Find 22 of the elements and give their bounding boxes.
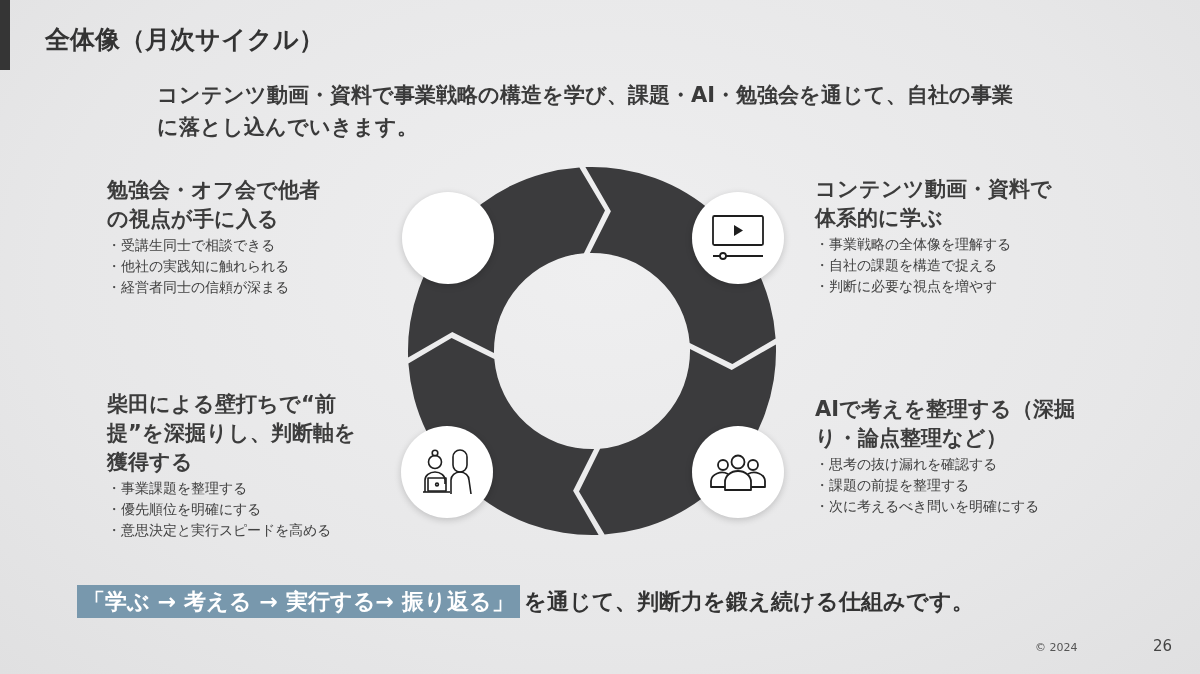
bullet-item: ・優先順位を明確にする <box>107 500 261 519</box>
highlighted-phrase: 「学ぶ → 考える → 実行する→ 振り返る」 <box>77 585 520 618</box>
bullet-item: ・自社の課題を構造で捉える <box>815 256 997 275</box>
closing-text: を通じて、判断力を鍛え続ける仕組みです。 <box>523 588 974 616</box>
bullet-item: ・事業戦略の全体像を理解する <box>815 235 1011 254</box>
stage-heading: コンテンツ動画・資料で体系的に学ぶ <box>815 176 1053 232</box>
slide-title: 全体像（月次サイクル） <box>45 24 324 56</box>
bullet-item: ・判断に必要な視点を増やす <box>815 277 997 296</box>
page-number: 26 <box>1153 637 1173 655</box>
stage-heading: 柴田による壁打ちで“前提”を深掘りし、判断軸を獲得する <box>107 391 357 476</box>
bullet-item: ・意思決定と実行スピードを高める <box>107 521 331 540</box>
copyright-text: © 2024 <box>1035 641 1078 655</box>
bullet-item: ・課題の前提を整理する <box>815 476 969 495</box>
intro-text: コンテンツ動画・資料で事業戦略の構造を学び、課題・AI・勉強会を通じて、自社の事業に落とし込んでいきます。 <box>157 82 1015 141</box>
bullet-item: ・経営者同士の信頼が深まる <box>107 278 289 297</box>
bullet-item: ・思考の抜け漏れを確認する <box>815 455 997 474</box>
bullet-item: ・事業課題を整理する <box>107 479 247 498</box>
bullet-item: ・他社の実践知に触れられる <box>107 257 289 276</box>
bullet-item: ・次に考えるべき問いを明確にする <box>815 497 1039 516</box>
stage-heading: AIで考えを整理する（深掘り・論点整理など） <box>815 396 1077 452</box>
stage-heading: 勉強会・オフ会で他者の視点が手に入る <box>107 177 321 233</box>
bullet-item: ・受講生同士で相談できる <box>107 236 275 255</box>
